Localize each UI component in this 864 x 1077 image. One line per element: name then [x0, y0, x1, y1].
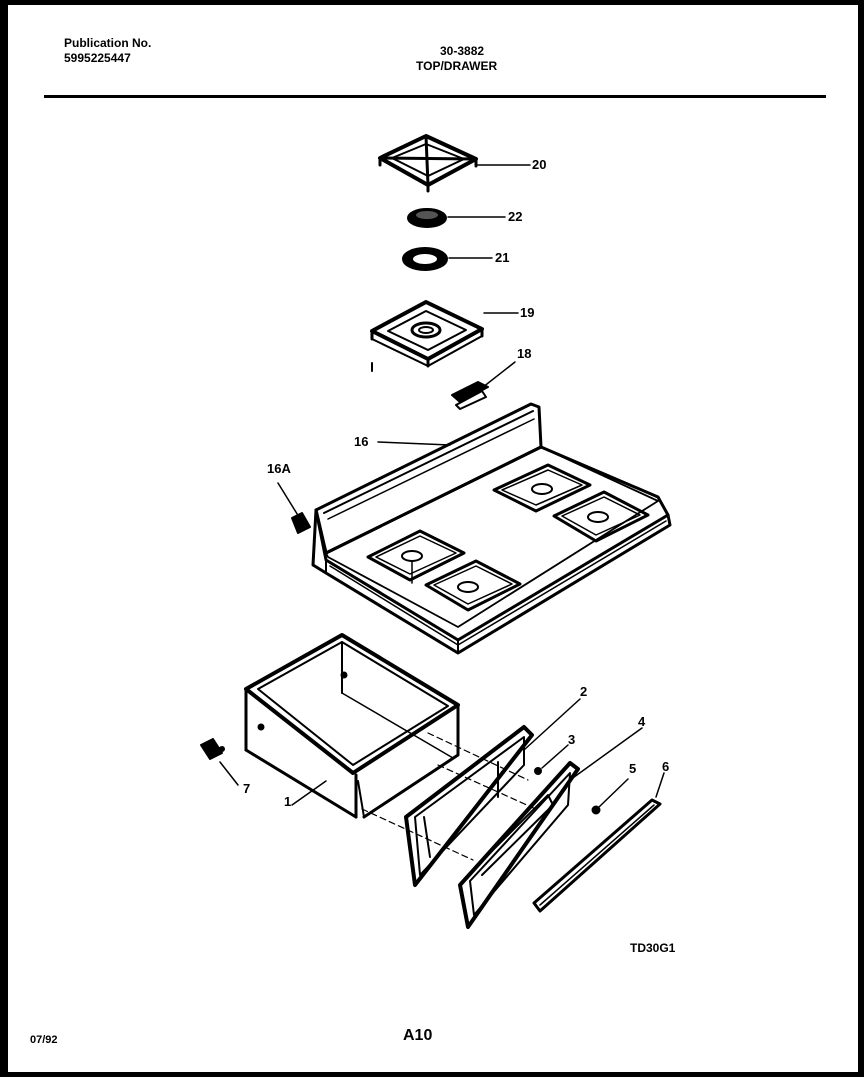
- callout-16a: 16A: [267, 461, 291, 476]
- callout-5: 5: [629, 761, 637, 776]
- callout-20: 20: [532, 157, 547, 172]
- diagram-code: TD30G1: [630, 941, 676, 955]
- callout-19: 19: [520, 305, 535, 320]
- section-title: TOP/DRAWER: [416, 59, 498, 73]
- parts-sheet: Publication No. 5995225447 30-3882 TOP/D…: [8, 5, 858, 1072]
- part-bracket: [451, 361, 516, 410]
- model-number: 30-3882: [440, 44, 485, 58]
- header-rule: [44, 95, 826, 98]
- callout-6: 6: [662, 759, 670, 774]
- callout-1: 1: [284, 794, 292, 809]
- callout-4: 4: [638, 714, 646, 729]
- callout-7: 7: [243, 781, 251, 796]
- part-burner-grate: [378, 134, 531, 193]
- callout-21: 21: [495, 250, 510, 265]
- publication-label: Publication No.: [64, 36, 152, 50]
- callout-22: 22: [508, 209, 523, 224]
- part-burner-ring: [402, 247, 493, 271]
- part-drip-pan: [370, 300, 519, 372]
- part-screw: [534, 744, 569, 775]
- callout-3: 3: [568, 732, 576, 747]
- part-drawer-front: [458, 727, 643, 929]
- part-drawer-handle: [532, 772, 665, 913]
- publication-number: 5995225447: [64, 51, 131, 65]
- callout-16: 16: [354, 434, 369, 449]
- footer-date: 07/92: [30, 1034, 58, 1046]
- footer-page-number: A10: [403, 1027, 433, 1044]
- exploded-parts-diagram: [200, 134, 672, 929]
- part-screw-2: [591, 778, 629, 815]
- part-cooktop: [311, 402, 672, 655]
- part-drawer-panel: [404, 698, 581, 887]
- callout-2: 2: [580, 684, 588, 699]
- part-burner-cap: [407, 208, 506, 228]
- part-drawer-body: [244, 633, 539, 861]
- part-drawer-clip: [200, 738, 239, 786]
- part-side-bracket: [277, 482, 311, 534]
- callout-18: 18: [517, 346, 532, 361]
